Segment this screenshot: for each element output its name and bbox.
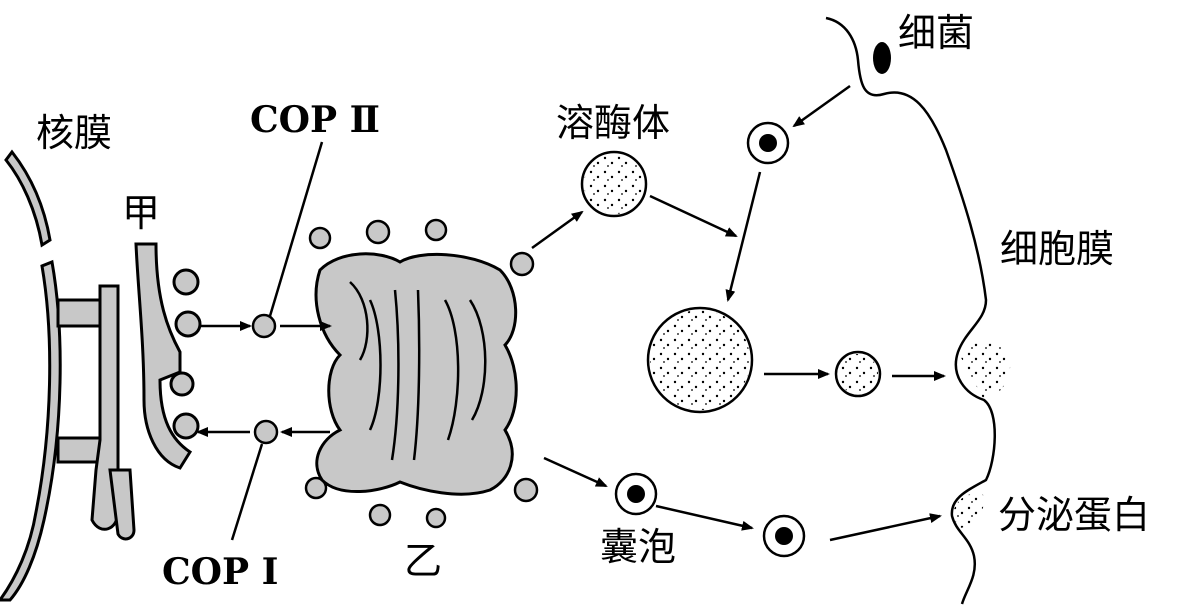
copii-pointer	[268, 141, 324, 317]
nuclear-membrane	[4, 149, 52, 248]
label-copi: COP Ⅰ	[162, 551, 278, 593]
label-bacteria: 细菌	[898, 11, 974, 55]
cell-membrane	[825, 16, 996, 605]
label-er: 甲	[122, 191, 160, 235]
bacterium	[873, 42, 891, 74]
arrow-vesicle-to-membrane	[829, 513, 942, 542]
label-lysosome: 溶酶体	[556, 101, 670, 145]
arrow-phagosome-to-phagolysosome	[725, 171, 762, 302]
label-golgi: 乙	[404, 539, 442, 583]
label-vesicle: 囊泡	[600, 525, 676, 569]
copi-pointer	[230, 443, 264, 541]
copi-vesicle	[253, 419, 279, 445]
label-secretory-protein: 分泌蛋白	[998, 493, 1150, 537]
exocytosis-dots	[958, 341, 1011, 400]
arrow-vesicle-to-vesicle	[655, 504, 754, 531]
label-copii: COP Ⅱ	[250, 99, 380, 141]
arrow-lysosome-to-phagolysosome	[649, 194, 738, 238]
arrow-golgi-to-lysosome	[531, 210, 584, 250]
secretory-protein-dots	[952, 493, 986, 528]
endoplasmic-reticulum	[0, 242, 202, 602]
copii-vesicle	[251, 313, 277, 339]
arrow-golgi-to-vesicle	[543, 456, 608, 488]
label-nuclear-membrane: 核膜	[36, 111, 112, 155]
arrow-bacterium-to-phagosome	[792, 84, 851, 128]
label-cell-membrane: 细胞膜	[1000, 227, 1114, 271]
golgi-apparatus	[304, 218, 539, 529]
